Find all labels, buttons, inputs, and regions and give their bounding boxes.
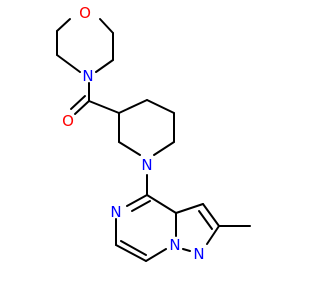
morpholine-ring [56,18,114,73]
carbonyl-double-bond [70,95,90,115]
atom-o-carbonyl: O [62,112,74,130]
atom-n-bridgehead: N [169,236,180,254]
atom-n-pyrazine: N [110,203,121,221]
pyrazole-ring [175,203,220,252]
molecule-structure: O N O N N N N [56,4,251,263]
atom-n-piperidine: N [141,156,152,174]
piperidine-ring [118,99,175,156]
bond-carbonyl-piperidine [88,100,120,114]
atom-n-morpholine: N [82,67,93,85]
atom-o-morpholine: O [79,4,91,22]
atom-n-pyrazole: N [193,245,204,263]
pyrazine-ring [115,194,177,262]
